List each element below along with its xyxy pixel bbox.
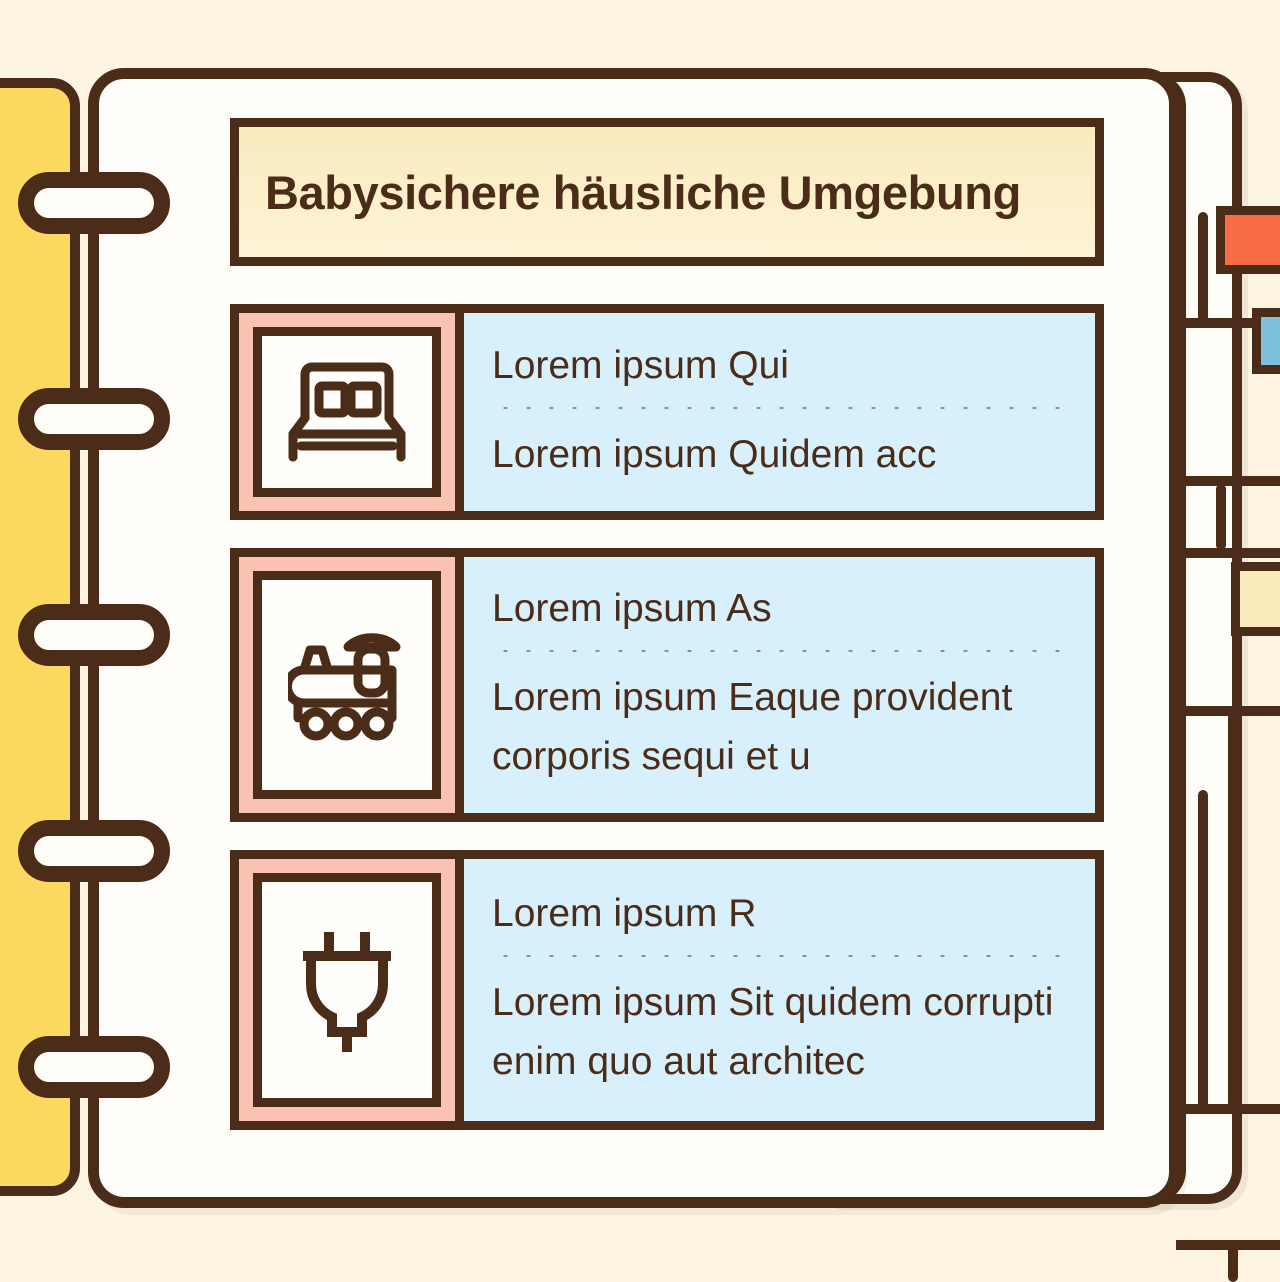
icon-frame [230,548,464,822]
sheet-shelf-4 [1176,706,1280,716]
sheet-divider-mid [1216,484,1226,550]
item-body: Lorem ipsum Sit quidem corrupti enim quo… [492,981,1054,1084]
item-heading: Lorem ipsum As [492,587,772,631]
list-item[interactable]: Lorem ipsum Qui Lorem ipsum Quidem acc [230,304,1104,520]
dotted-divider [494,648,1067,655]
sheet-shelf-2 [1176,476,1280,486]
power-plug-icon [303,932,391,1052]
index-tab-orange[interactable] [1216,206,1280,274]
page-title: Babysichere häusliche Umgebung [265,165,1021,219]
sheet-shelf-5 [1176,1104,1280,1114]
index-tab-blue[interactable] [1252,308,1280,374]
text-panel: Lorem ipsum Qui Lorem ipsum Quidem acc [462,304,1104,520]
sheet-shelf-1 [1176,318,1280,328]
sheet-divider-edge [1228,712,1238,1110]
index-tab-cream[interactable] [1231,562,1280,636]
icon-frame [230,304,464,520]
dotted-divider [494,953,1067,960]
icon-inner-frame [253,327,441,497]
binder-ring[interactable] [18,388,170,450]
item-heading: Lorem ipsum Qui [492,343,789,387]
icon-inner-frame [253,873,441,1107]
sheet-divider-top [1198,212,1208,322]
dotted-divider [494,404,1067,411]
bed-icon [288,362,406,462]
train-icon [288,633,401,741]
item-body: Lorem ipsum Quidem acc [492,432,937,476]
sheet-shelf-3 [1176,548,1280,558]
item-body: Lorem ipsum Eaque provident corporis seq… [492,676,1013,779]
list-item[interactable]: Lorem ipsum As Lorem ipsum Eaque provide… [230,548,1104,822]
binder-ring[interactable] [18,1036,170,1098]
content-area: Babysichere häusliche Umgebung [230,118,1104,1138]
binder-ring[interactable] [18,820,170,882]
binder-ring[interactable] [18,604,170,666]
icon-inner-frame [253,571,441,799]
icon-frame [230,850,464,1130]
text-panel: Lorem ipsum R Lorem ipsum Sit quidem cor… [462,850,1104,1130]
item-heading: Lorem ipsum R [492,892,757,936]
page-title-banner: Babysichere häusliche Umgebung [230,118,1104,266]
list-item[interactable]: Lorem ipsum R Lorem ipsum Sit quidem cor… [230,850,1104,1130]
binder-ring[interactable] [18,172,170,234]
sheet-divider-lower [1198,790,1208,1110]
text-panel: Lorem ipsum As Lorem ipsum Eaque provide… [462,548,1104,822]
sheet-divider-foot [1228,1242,1238,1282]
